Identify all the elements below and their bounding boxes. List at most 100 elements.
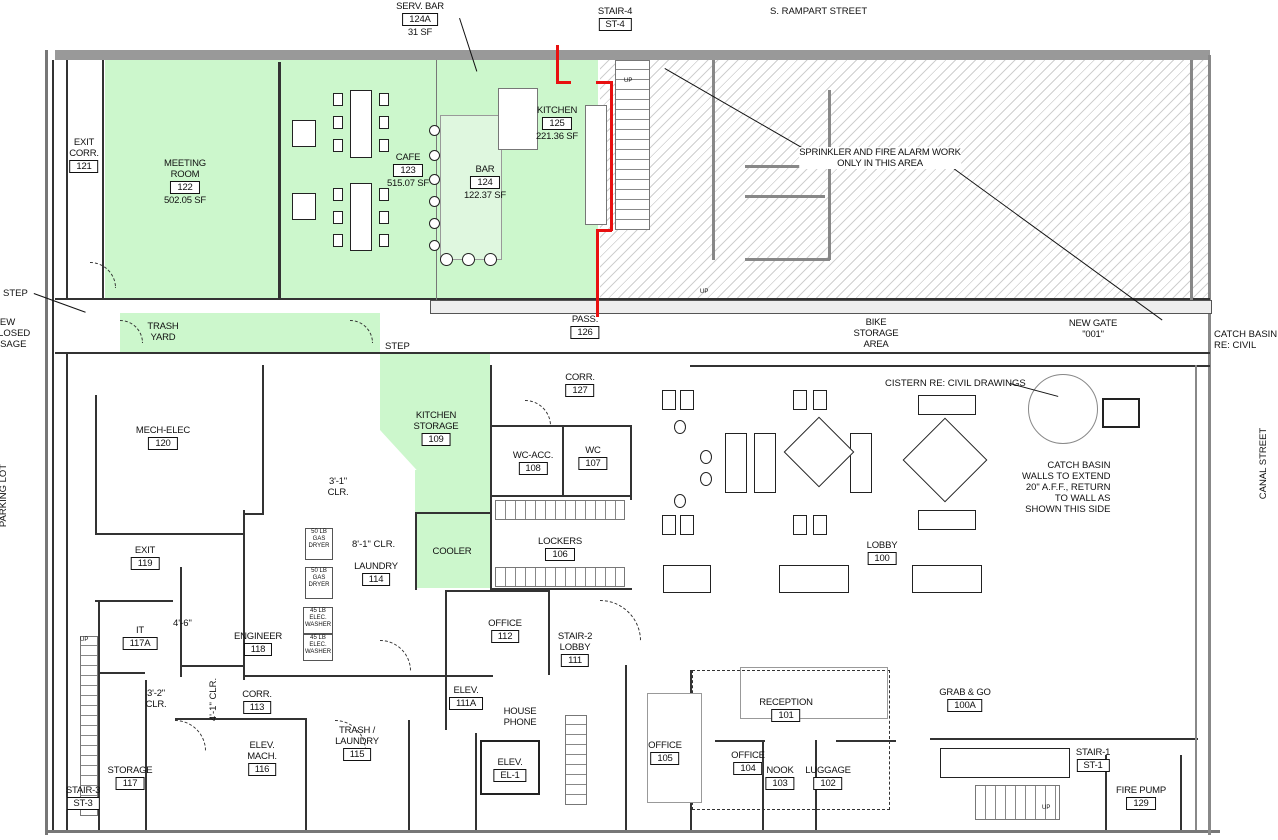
bar-stool xyxy=(429,150,440,161)
bar-stool xyxy=(429,240,440,251)
door-swing[interactable] xyxy=(175,720,206,751)
trash-laundry-wall xyxy=(408,720,410,830)
room-name: RECEPTION xyxy=(759,697,813,708)
lobby-chair xyxy=(700,472,712,486)
fire-pump-wall xyxy=(1180,755,1182,830)
wc-wall xyxy=(562,425,564,495)
fire-rated-wall xyxy=(610,81,613,231)
chair xyxy=(333,234,343,247)
dimension-label: 4'-6" xyxy=(173,618,192,629)
interior-wall xyxy=(712,60,715,260)
door-swing[interactable] xyxy=(380,640,411,671)
room-name: BIKE STORAGE AREA xyxy=(853,317,899,350)
room-number: 129 xyxy=(1126,797,1156,810)
dimension-label: 8'-1" CLR. xyxy=(352,539,396,550)
room-label-wc-acc: WC-ACC.108 xyxy=(513,450,553,476)
stair2-wall xyxy=(625,665,627,830)
room-number: 100A xyxy=(947,699,983,712)
laundry-wall xyxy=(243,510,245,680)
room-name: STAIR-2 LOBBY xyxy=(557,631,593,653)
room-name: COOLER xyxy=(432,546,472,557)
room-number: ST-4 xyxy=(598,18,632,31)
room-number: 111 xyxy=(561,654,589,667)
interior-wall xyxy=(745,258,830,261)
sprinkler-work-area xyxy=(600,60,1208,300)
elevator-car xyxy=(480,740,540,795)
room-name: CORR. xyxy=(242,689,272,700)
room-area: 221.36 SF xyxy=(535,131,579,142)
room-number: 113 xyxy=(242,701,272,714)
lobby-armchair xyxy=(662,390,676,410)
mech-elec-wall xyxy=(262,365,264,513)
dimension-label: 3'-2" CLR. xyxy=(145,688,167,710)
interior-wall xyxy=(745,165,825,168)
mech-elec-wall xyxy=(243,513,264,515)
wc-wall xyxy=(492,495,632,497)
laundry-south-wall xyxy=(243,675,493,677)
room-number: 115 xyxy=(342,748,372,761)
room-name: TRASH YARD xyxy=(147,321,179,343)
room-number: 107 xyxy=(578,457,608,470)
bar-stool xyxy=(484,253,497,266)
cafe-table xyxy=(292,193,316,220)
bar-stool xyxy=(429,125,440,136)
it-wall xyxy=(95,600,173,602)
room-name: MECH-ELEC xyxy=(135,425,191,436)
room-number: 104 xyxy=(733,762,763,775)
chair xyxy=(379,188,389,201)
room-number: 124 xyxy=(470,176,500,189)
room-label-corr127: CORR.127 xyxy=(565,372,595,398)
room-name: EXIT CORR. xyxy=(69,137,99,159)
room-name: EXIT xyxy=(134,545,156,556)
grab-go-wall xyxy=(930,738,1198,740)
stair xyxy=(975,785,1060,820)
room-name: MEETING ROOM xyxy=(164,158,206,180)
room-label-cooler: COOLER xyxy=(433,546,472,557)
cafe-table xyxy=(292,120,316,147)
room-name: LUGGAGE xyxy=(805,765,851,776)
lobby-sofa xyxy=(725,433,747,493)
kitchen-equipment xyxy=(585,105,607,225)
trash-yard-area xyxy=(120,313,380,353)
gas-dryer: 50 LB GAS DRYER xyxy=(305,528,333,560)
room-number: 126 xyxy=(570,326,600,339)
lobby-armchair xyxy=(793,515,807,535)
dimension-label: 3'-1" CLR. xyxy=(327,476,349,498)
fire-rated-wall xyxy=(556,45,559,83)
lobby-north-wall xyxy=(690,365,1210,367)
lobby-bench xyxy=(912,565,982,593)
lobby-armchair xyxy=(813,515,827,535)
room-label-elev-el1: ELEV.EL-1 xyxy=(493,757,527,783)
room-area: 515.07 SF xyxy=(386,178,430,189)
door-swing[interactable] xyxy=(600,600,641,641)
step-note: STEP xyxy=(3,288,28,299)
room-area: 122.37 SF xyxy=(463,190,507,201)
chair xyxy=(333,139,343,152)
room-name: OFFICE xyxy=(488,618,522,629)
bar-stool xyxy=(440,253,453,266)
room-name: CORR. xyxy=(565,372,595,383)
room-label-elev111a: ELEV.111A xyxy=(449,685,483,711)
room-name: LAUNDRY xyxy=(354,561,398,572)
luggage-wall xyxy=(836,740,896,742)
electric-washer: 45 LB ELEC. WASHER xyxy=(303,634,333,661)
passage-wall-north-2 xyxy=(430,300,1212,314)
room-name: GRAB & GO xyxy=(939,687,991,698)
stair xyxy=(565,715,587,805)
lockers xyxy=(495,567,625,587)
door-swing[interactable] xyxy=(525,400,551,426)
chair xyxy=(379,211,389,224)
room-number: ST-1 xyxy=(1076,759,1110,772)
kitchen-storage-wall xyxy=(490,365,492,590)
room-label-trash-yard: TRASH YARD xyxy=(147,321,178,343)
lobby-table xyxy=(902,417,988,503)
